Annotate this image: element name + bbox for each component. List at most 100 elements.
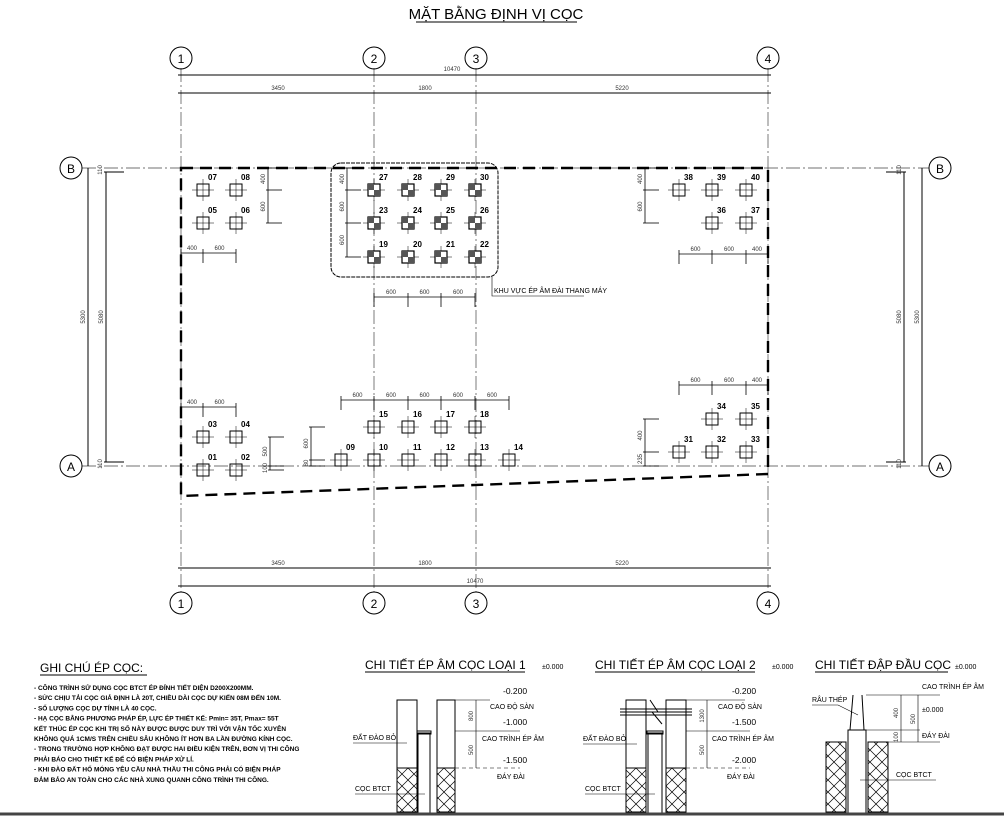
detail2-dim-bottom: 500 xyxy=(700,744,706,755)
pile-label: 26 xyxy=(480,206,489,215)
pile-14: 14 xyxy=(498,443,523,471)
pile-label: 23 xyxy=(379,206,388,215)
pile-fill xyxy=(368,251,374,257)
pile-fill xyxy=(435,251,441,257)
pile-05: 05 xyxy=(192,206,217,234)
pile-label: 11 xyxy=(413,443,422,452)
pile-35: 35 xyxy=(735,402,760,430)
group-dim-v: 500 xyxy=(263,446,269,457)
pile-10: 10 xyxy=(363,443,388,471)
pile-label: 22 xyxy=(480,240,489,249)
pile-28: 28 xyxy=(397,173,422,201)
dimension-bottom: 3450 1800 5220 10470 xyxy=(178,561,771,587)
group-dim-v: 400 xyxy=(638,173,644,184)
pile-fill xyxy=(475,223,481,229)
pile-square xyxy=(367,453,381,467)
pile-label: 30 xyxy=(480,173,489,182)
pile-label: 35 xyxy=(751,402,760,411)
pile-label: 27 xyxy=(379,173,388,182)
pile-15: 15 xyxy=(363,410,388,438)
grid-lines xyxy=(82,68,929,592)
pile-fill xyxy=(441,223,447,229)
pile-01: 01 xyxy=(192,453,217,481)
grid-bubble-B-left: B xyxy=(67,162,75,176)
pile-label: 03 xyxy=(208,420,217,429)
pile-fill xyxy=(408,190,414,196)
note-line: - HẠ CỌC BẰNG PHƯƠNG PHÁP ÉP, LỰC ÉP THI… xyxy=(34,713,279,723)
pile-29: 29 xyxy=(430,173,455,201)
detail3-pile-label: CỌC BTCT xyxy=(896,772,933,779)
pile-label: 14 xyxy=(514,443,523,452)
pile-label: 32 xyxy=(717,435,726,444)
dim-overall-top: 10470 xyxy=(444,67,461,73)
pile-label: 09 xyxy=(346,443,355,452)
group-dim-h: 600 xyxy=(419,290,430,296)
pile-19: 19 xyxy=(363,240,388,268)
pile-fill xyxy=(402,184,408,190)
dim-span-3-4-top: 5220 xyxy=(615,86,629,92)
group-dim-h: 600 xyxy=(724,247,735,253)
group-dim-h: 600 xyxy=(724,378,735,384)
pile-09: 09 xyxy=(330,443,355,471)
pile-06: 06 xyxy=(225,206,250,234)
pile-label: 25 xyxy=(446,206,455,215)
dim-inner-left: 5080 xyxy=(99,310,105,324)
pile-square xyxy=(672,445,686,459)
dim-span-1-2-bottom: 3450 xyxy=(271,561,285,567)
group-dim-v: 600 xyxy=(340,201,346,212)
dim-overall-bottom: 10470 xyxy=(467,579,484,585)
pile-07: 07 xyxy=(192,173,217,201)
group-dim-v: 600 xyxy=(638,201,644,212)
group-dim-h: 600 xyxy=(453,393,464,399)
pile-27: 27 xyxy=(363,173,388,201)
pile-03: 03 xyxy=(192,420,217,448)
detail1-title: CHI TIẾT ÉP ÂM CỌC LOẠI 1 xyxy=(365,657,526,672)
pile-square xyxy=(705,183,719,197)
group-dim-h: 600 xyxy=(453,290,464,296)
dim-offset-left-top: 110 xyxy=(98,165,104,175)
pile-square xyxy=(434,420,448,434)
note-line: - TRONG TRƯỜNG HỢP KHÔNG ĐẠT ĐƯỢC HAI ĐI… xyxy=(34,743,299,753)
dimension-right: 5080 5300 110 110 xyxy=(886,165,923,469)
pile-30: 30 xyxy=(464,173,489,201)
pile-square xyxy=(739,183,753,197)
pile-square xyxy=(705,216,719,230)
pile-square xyxy=(401,420,415,434)
pile-fill xyxy=(475,190,481,196)
pile-label: 12 xyxy=(446,443,455,452)
group-dim-v: 400 xyxy=(638,430,644,441)
detail1-dim-bottom: 500 xyxy=(469,744,475,755)
pile-fill xyxy=(374,223,380,229)
group-dim-v: 80 xyxy=(304,459,310,466)
note-line: - SỐ LƯỢNG CỌC DỰ TÍNH LÀ 40 CỌC. xyxy=(34,702,157,712)
pile-33: 33 xyxy=(735,435,760,463)
pile-fill xyxy=(368,217,374,223)
detail3-rebar-label: RÂU THÉP xyxy=(812,695,848,704)
pile-fill xyxy=(374,190,380,196)
pile-fill xyxy=(408,223,414,229)
pile-square xyxy=(367,420,381,434)
pile-square xyxy=(468,420,482,434)
pile-label: 31 xyxy=(684,435,693,444)
dim-offset-right-top: 110 xyxy=(897,165,903,175)
grid-bubble-1-bottom: 1 xyxy=(178,597,185,611)
pile-label: 13 xyxy=(480,443,489,452)
pile-label: 17 xyxy=(446,410,455,419)
group-dim-v: 100 xyxy=(263,462,269,473)
pile-square xyxy=(334,453,348,467)
dim-span-2-3-top: 1800 xyxy=(418,86,432,92)
group-dim-v: 600 xyxy=(340,234,346,245)
pile-13: 13 xyxy=(464,443,489,471)
dim-overall-left: 5300 xyxy=(81,310,87,324)
pile-label: 19 xyxy=(379,240,388,249)
detail1-soil-label: ĐẤT ĐÀO BỎ xyxy=(353,732,397,742)
pile-notes: GHI CHÚ ÉP CỌC: - CÔNG TRÌNH SỬ DỤNG CỌC… xyxy=(34,660,299,784)
pile-label: 06 xyxy=(241,206,250,215)
building-boundary xyxy=(179,166,770,498)
detail3-dim-total: 500 xyxy=(911,713,917,724)
pile-label: 33 xyxy=(751,435,760,444)
pile-17: 17 xyxy=(430,410,455,438)
pile-label: 38 xyxy=(684,173,693,182)
pile-23: 23 xyxy=(363,206,388,234)
